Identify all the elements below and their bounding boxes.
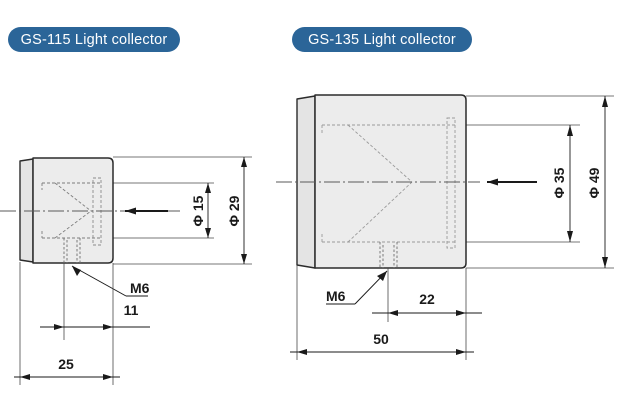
- dimension-m6-left-label: M6: [130, 280, 150, 296]
- dimension-phi15-label: Φ 15: [190, 195, 206, 226]
- dimension-11: 11: [40, 263, 150, 385]
- dimension-phi29-label: Φ 29: [226, 195, 242, 226]
- flange-gs115: [19, 158, 34, 263]
- dimension-50: 50: [290, 265, 474, 360]
- window-rod-gs115: [92, 177, 102, 246]
- dimension-22: 22: [372, 268, 482, 360]
- internal-cone-gs135: [321, 124, 455, 243]
- light-direction-arrow-gs115: [125, 207, 168, 215]
- dimension-50-label: 50: [373, 331, 389, 347]
- extension-lines-gs135: [455, 95, 614, 269]
- dimension-phi15: Φ 15: [190, 183, 211, 238]
- dimension-phi35: Φ 35: [551, 125, 573, 242]
- dimension-11-label: 11: [124, 302, 139, 318]
- thread-boss-gs135: [379, 242, 398, 268]
- dimension-25-label: 25: [58, 356, 74, 372]
- dimension-phi49: Φ 49: [586, 96, 608, 268]
- badge-gs-135: GS-135 Light collector: [292, 27, 472, 52]
- dimension-22-label: 22: [419, 291, 435, 307]
- dimension-phi35-label: Φ 35: [551, 167, 567, 198]
- body-gs135: [314, 94, 467, 269]
- dimension-25: 25: [14, 262, 120, 385]
- drawing-gs-115: Φ 15 Φ 29 M6: [0, 156, 252, 385]
- drawing-gs-135: Φ 35 Φ 49 M6: [276, 94, 614, 360]
- dimension-phi49-label: Φ 49: [586, 167, 602, 198]
- internal-cone-gs115: [41, 182, 100, 239]
- leader-m6-gs135: M6: [326, 270, 388, 305]
- extension-lines-gs115: [100, 156, 252, 265]
- dimension-m6-right-label: M6: [326, 288, 346, 304]
- badge-gs-115: GS-115 Light collector: [8, 27, 180, 52]
- window-rod-gs135: [446, 117, 456, 249]
- thread-boss-gs115: [63, 238, 81, 263]
- light-direction-arrow-gs135: [487, 178, 537, 186]
- leader-m6-gs115: M6: [71, 265, 150, 297]
- dimension-phi29: Φ 29: [226, 157, 247, 264]
